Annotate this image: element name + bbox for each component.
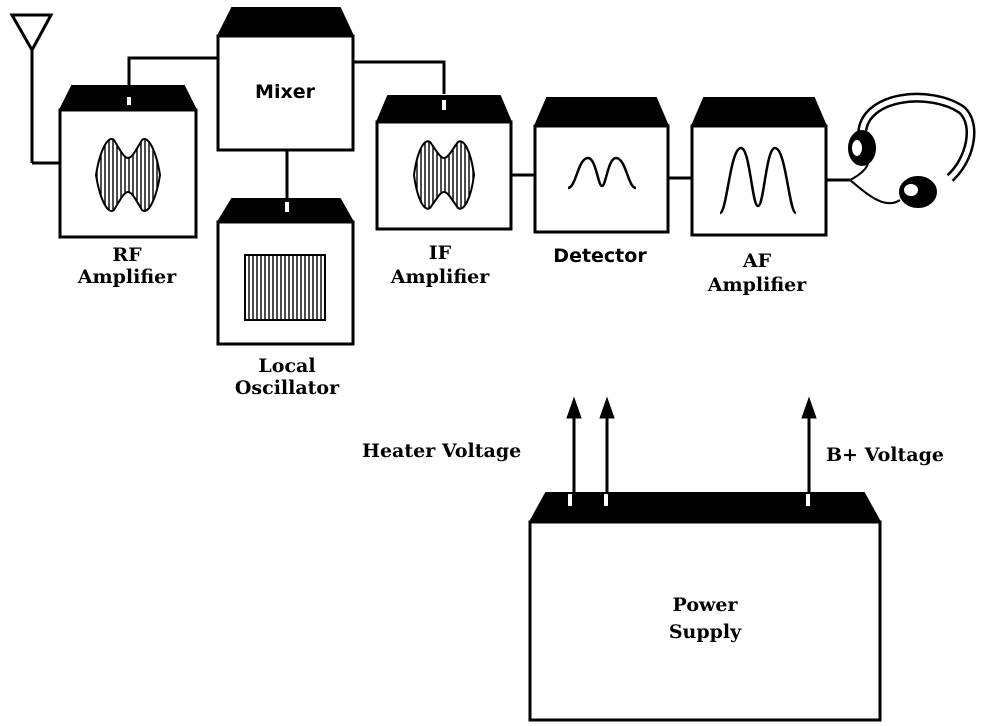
antenna-icon bbox=[12, 15, 60, 163]
b-plus-voltage-arrow bbox=[802, 398, 816, 493]
mixer-block bbox=[218, 8, 353, 150]
b-plus-voltage-label: B+ Voltage bbox=[826, 444, 944, 466]
mixer-label: Mixer bbox=[255, 81, 316, 103]
af-amplifier-label-line2: Amplifier bbox=[707, 274, 807, 296]
rf-amplifier-block bbox=[60, 86, 196, 237]
rf-amplifier-label-line2: Amplifier bbox=[77, 266, 177, 288]
power-supply-label-line1: Power bbox=[673, 594, 739, 616]
headphones-icon bbox=[849, 98, 971, 207]
af-amplifier-label-line1: AF bbox=[742, 250, 772, 272]
power-supply-label-line2: Supply bbox=[669, 621, 742, 643]
af-amplifier-block bbox=[692, 98, 826, 235]
local-oscillator-label-line1: Local bbox=[258, 355, 315, 377]
detector-label: Detector bbox=[553, 245, 647, 267]
local-oscillator-block bbox=[218, 199, 353, 344]
rf-amplifier-label-line1: RF bbox=[112, 244, 142, 266]
local-oscillator-label-line2: Oscillator bbox=[235, 377, 340, 399]
detector-block bbox=[535, 98, 668, 232]
oscillator-waveform bbox=[245, 255, 325, 320]
heater-voltage-arrows bbox=[567, 398, 614, 493]
heater-voltage-label: Heater Voltage bbox=[362, 440, 521, 462]
if-amplifier-block bbox=[377, 96, 511, 229]
if-amplifier-label-line1: IF bbox=[429, 242, 452, 264]
if-amplifier-label-line2: Amplifier bbox=[390, 266, 490, 288]
